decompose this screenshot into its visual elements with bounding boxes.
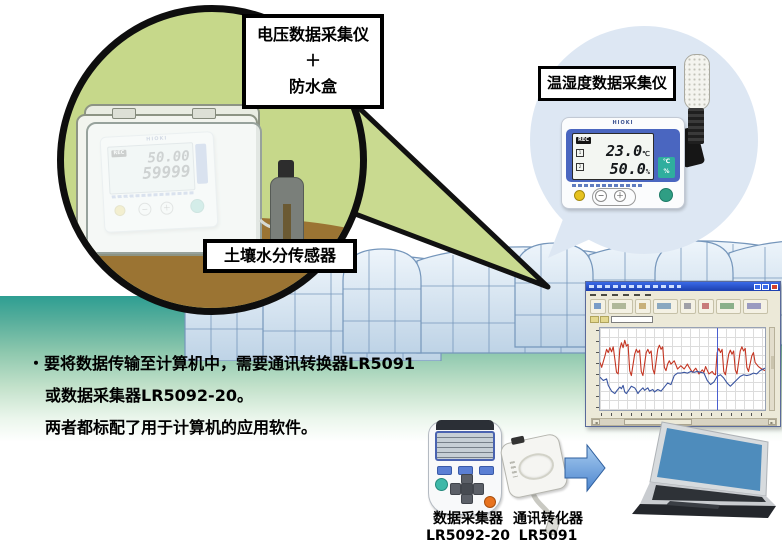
soil-moisture-probe (270, 177, 304, 251)
note-line-3: 两者都标配了用于计算机的应用软件。 (45, 418, 318, 437)
scroll-right-arrow[interactable]: ► (768, 419, 776, 425)
menu-labels (590, 293, 654, 296)
scrollbar-thumb[interactable] (624, 419, 692, 425)
rec-stop-button (574, 190, 585, 201)
probe-connector (688, 108, 704, 144)
humidity-sensor-probe (684, 54, 710, 110)
minus-button: − (595, 190, 607, 202)
laptop-screen (657, 428, 762, 491)
close-button[interactable] (771, 283, 778, 290)
toolbar-button[interactable] (743, 298, 768, 314)
app-menubar[interactable] (587, 291, 780, 298)
humidity-reading: 50.0 (609, 160, 646, 178)
temperature-reading: 23.0 (606, 142, 643, 160)
vertical-slider[interactable] (769, 327, 775, 411)
brand-text: HIOKI (612, 120, 634, 126)
soil-probe-cap (278, 160, 294, 180)
box-latch (192, 108, 216, 119)
toolbar-button[interactable] (590, 298, 606, 314)
button-oval-outline (592, 188, 636, 206)
graph-tab[interactable] (600, 316, 609, 323)
soil-sensor-label: 土壤水分传感器 (203, 239, 357, 273)
converter-nub (510, 435, 525, 446)
transfer-arrow-icon (564, 443, 606, 493)
logger-app-window: ◄ ► (585, 281, 781, 427)
logger-lcd: REC 1 2 23.0℃ 50.0% (572, 133, 654, 180)
toolbar-button[interactable] (635, 298, 651, 314)
toolbar-button[interactable] (698, 298, 714, 314)
app-titlebar[interactable] (586, 282, 780, 291)
humidity-logger-label: 温湿度数据采集仪 (538, 66, 676, 101)
usb-plug (545, 517, 560, 536)
vertical-slider-thumb[interactable] (770, 356, 774, 369)
maximize-button[interactable] (762, 283, 769, 290)
model-text (572, 184, 642, 187)
rec-indicator: REC (576, 137, 591, 144)
channel-2-indicator: 2 (576, 163, 584, 171)
graph-tab[interactable] (590, 316, 599, 323)
converter-vents (509, 460, 518, 478)
set-button (659, 188, 673, 202)
data-collector-device (428, 420, 502, 515)
toolbar-button[interactable] (653, 298, 678, 314)
collector-hood (436, 420, 494, 430)
dpad-left (450, 483, 461, 495)
channel-1-indicator: 1 (576, 149, 584, 157)
note-text: ・要将数据传输至计算机中，需要通讯转换器LR5091 或数据采集器LR5092-… (28, 348, 458, 444)
temperature-unit: ℃ (642, 150, 650, 158)
toolbar-button[interactable] (608, 298, 633, 314)
probe-slot (283, 204, 291, 248)
graph-series (600, 328, 765, 410)
laptop (632, 421, 776, 518)
converter-label: 通讯转化器 LR5091 (513, 511, 583, 544)
converter-assembly (498, 432, 590, 544)
note-line-1: ・要将数据传输至计算机中，需要通讯转换器LR5091 (28, 354, 416, 373)
app-toolbar (587, 298, 780, 314)
collector-function-button (437, 466, 452, 475)
dpad-right (473, 483, 484, 495)
humidity-logger-device: HIOKI REC 1 2 23.0℃ 50.0% ℃% − ＋ (561, 117, 685, 209)
voltage-logger-label: 电压数据采集仪 ＋ 防水盒 (242, 14, 384, 109)
x-axis-ticks (599, 412, 766, 417)
laptop-keyboard (652, 485, 766, 502)
collector-label: 数据采集器 LR5092-20 (426, 511, 510, 544)
collector-power-button (435, 478, 448, 491)
collector-function-button (479, 466, 494, 475)
note-line-2: 或数据采集器LR5092-20。 (45, 386, 253, 405)
unit-badge: ℃% (658, 157, 675, 178)
graph-control-row (587, 315, 780, 325)
plus-button: ＋ (614, 190, 626, 202)
scroll-left-arrow[interactable]: ◄ (592, 419, 600, 425)
horizontal-scrollbar[interactable]: ◄ ► (591, 418, 777, 426)
app-title-text (589, 285, 681, 288)
minimize-button[interactable] (754, 283, 761, 290)
channel-combo[interactable] (611, 316, 653, 323)
toolbar-button[interactable] (716, 298, 741, 314)
converter-oval-emboss (515, 450, 557, 484)
logger-blue-panel: REC 1 2 23.0℃ 50.0% ℃% (566, 129, 680, 182)
graph-plot[interactable] (599, 327, 766, 411)
graph-cursor[interactable] (717, 328, 719, 410)
y-axis-ticks (591, 327, 599, 411)
graph-region (591, 327, 777, 417)
collector-rec-button (484, 496, 496, 508)
waterproof-box-front (86, 122, 262, 254)
collector-lcd (435, 431, 495, 461)
humidity-unit: % (645, 168, 650, 176)
toolbar-button[interactable] (680, 298, 696, 314)
box-latch (112, 108, 136, 119)
dpad-down (461, 494, 473, 504)
